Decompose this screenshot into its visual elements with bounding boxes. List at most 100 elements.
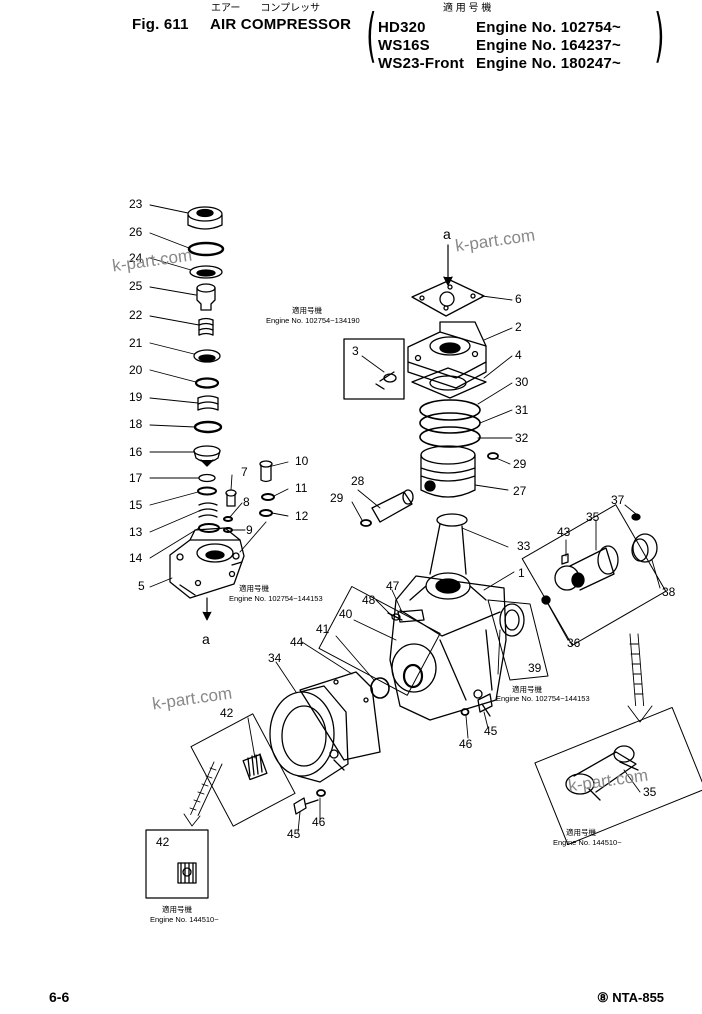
callout-26: 26 xyxy=(129,225,143,239)
engine-3: Engine No. 180247~ xyxy=(476,55,621,72)
callout-1: 1 xyxy=(518,566,525,580)
callout-15: 15 xyxy=(129,498,143,512)
part-36-plug xyxy=(541,595,551,605)
callout-5: 5 xyxy=(138,579,145,593)
part-20-ring xyxy=(194,377,220,389)
callout-40: 40 xyxy=(339,607,353,621)
box-crankshaft-variant xyxy=(534,706,702,846)
callout-17: 17 xyxy=(129,471,143,485)
part-7-bolt xyxy=(225,489,237,507)
part-21-valve xyxy=(193,349,221,363)
part-46-washer-right xyxy=(460,708,470,716)
part-15-ring xyxy=(197,486,217,496)
callout-42-variant: 42 xyxy=(156,835,170,849)
note-2-jp: 適用号機 xyxy=(239,584,269,593)
callout-33: 33 xyxy=(517,539,531,553)
part-38-bearing xyxy=(631,533,658,563)
part-5-valve-body xyxy=(169,527,245,599)
part-27-piston xyxy=(420,445,476,498)
part-17-ring xyxy=(198,473,216,483)
callout-45-left: 45 xyxy=(287,827,301,841)
part-39-gasket xyxy=(487,599,549,681)
part-25-guide xyxy=(196,283,216,311)
callout-30: 30 xyxy=(515,375,529,389)
callout-31: 31 xyxy=(515,403,529,417)
callout-37: 37 xyxy=(611,493,625,507)
callout-45-right: 45 xyxy=(484,724,498,738)
note-3: Engine No. 102754~144153 xyxy=(496,694,590,703)
callout-4: 4 xyxy=(515,348,522,362)
leaders-right xyxy=(247,295,661,833)
callout-41: 41 xyxy=(316,622,330,636)
callout-8: 8 xyxy=(243,495,250,509)
note-5: Engine No. 144510~ xyxy=(150,915,219,924)
part-18-oring xyxy=(193,420,223,434)
part-11-washer xyxy=(261,493,275,501)
callout-9: 9 xyxy=(246,523,253,537)
callout-12: 12 xyxy=(295,509,309,523)
part-6-gasket xyxy=(411,279,485,317)
callout-a-top: a xyxy=(443,226,451,242)
box-42 xyxy=(190,713,296,827)
callout-44: 44 xyxy=(290,635,304,649)
callout-27: 27 xyxy=(513,484,527,498)
note-1-jp: 適用号機 xyxy=(292,306,322,315)
part-33-conrod xyxy=(409,513,487,601)
part-35-crankshaft xyxy=(554,545,619,591)
note-4-jp: 適用号機 xyxy=(566,828,596,837)
title-japanese: エアー コンプレッサ xyxy=(211,3,321,14)
callout-25: 25 xyxy=(129,279,143,293)
model-2: WS16S xyxy=(378,37,430,54)
part-29-clip-left xyxy=(360,519,372,527)
applicable-japanese: 適 用 号 機 xyxy=(443,3,492,14)
model-1: HD320 xyxy=(378,19,426,36)
note-3-jp: 適用号機 xyxy=(512,685,542,694)
part-26-oring xyxy=(187,241,225,257)
note-2: Engine No. 102754~144153 xyxy=(229,594,323,603)
arrow-to-crankshaft-variant xyxy=(627,633,653,723)
part-41-seal xyxy=(370,677,390,699)
box-crankshaft xyxy=(521,504,667,646)
callout-28: 28 xyxy=(351,474,365,488)
right-paren: ) xyxy=(654,1,665,69)
callout-18: 18 xyxy=(129,417,143,431)
note-4: Engine No. 144510~ xyxy=(553,838,622,847)
model-3: WS23-Front xyxy=(378,55,465,72)
part-44-gasket xyxy=(299,671,381,761)
arrow-to-gear-variant xyxy=(183,761,223,827)
callout-39: 39 xyxy=(528,661,542,675)
callout-22: 22 xyxy=(129,308,143,322)
left-paren: ( xyxy=(366,1,377,69)
part-16-valve xyxy=(193,445,221,467)
part-13-spring xyxy=(198,502,218,518)
callout-20: 20 xyxy=(129,363,143,377)
part-37-plug xyxy=(631,513,641,521)
callout-43: 43 xyxy=(557,525,571,539)
document-code: ⑧ NTA-855 xyxy=(597,990,665,1005)
box-42-variant xyxy=(145,829,209,899)
callout-47: 47 xyxy=(386,579,400,593)
callout-36: 36 xyxy=(567,636,581,650)
callout-32: 32 xyxy=(515,431,529,445)
engine-1: Engine No. 102754~ xyxy=(476,19,621,36)
part-3-plug-box xyxy=(343,338,405,400)
part-23-cap xyxy=(187,206,223,230)
callout-46-left: 46 xyxy=(312,815,326,829)
callout-7: 7 xyxy=(241,465,248,479)
engine-2: Engine No. 164237~ xyxy=(476,37,621,54)
callout-35-variant: 35 xyxy=(643,785,657,799)
callout-35: 35 xyxy=(586,510,600,524)
part-19-spring xyxy=(197,395,219,411)
part-22-spring xyxy=(198,317,214,336)
note-1: Engine No. 102754~134190 xyxy=(266,316,360,325)
callout-16: 16 xyxy=(129,445,143,459)
callout-24: 24 xyxy=(129,251,143,265)
callout-42: 42 xyxy=(220,706,234,720)
part-45-bolt-left xyxy=(293,797,319,815)
callout-21: 21 xyxy=(129,336,143,350)
callout-34: 34 xyxy=(268,651,282,665)
callout-14: 14 xyxy=(129,551,143,565)
leaders-left xyxy=(149,204,289,621)
callout-29-left: 29 xyxy=(330,491,344,505)
